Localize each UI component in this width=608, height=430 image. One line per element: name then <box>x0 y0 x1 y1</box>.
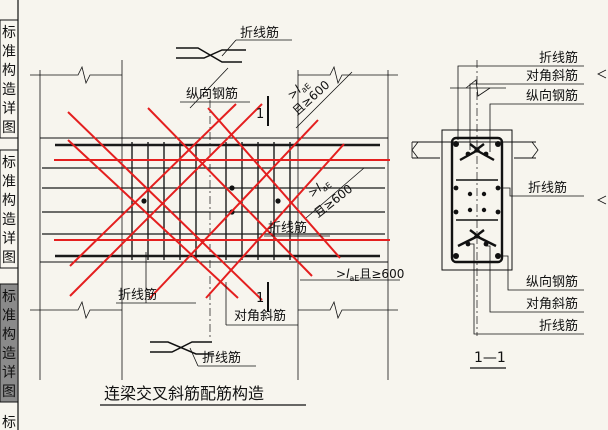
svg-text:>laE且≥600: >laE且≥600 <box>336 267 404 283</box>
folded-bar-symbol-top <box>176 47 246 63</box>
sidebar-tab-char: 构 <box>2 193 16 209</box>
sidebar-tab-char: 图 <box>2 384 16 400</box>
sidebar-tab-2[interactable] <box>0 149 19 269</box>
sidebar-bottom-char: 标 <box>2 415 16 430</box>
sidebar-tab-char: 图 <box>2 250 16 266</box>
sidebar-tab-char: 造 <box>2 212 16 228</box>
sidebar-tab-char: 详 <box>2 365 16 381</box>
section-label-top-1: 对角斜筋 <box>526 68 578 84</box>
section-title: 1—1 <box>474 350 506 366</box>
sidebar-tab-3[interactable] <box>0 283 19 403</box>
sidebar-tab-char: 构 <box>2 63 16 79</box>
label-zhexian-bottom: 折线筋 <box>202 350 241 366</box>
label-zhexian-top: 折线筋 <box>240 25 279 41</box>
sidebar-tab-char: 准 <box>2 44 16 60</box>
section-label-bottom-0: 纵向钢筋 <box>526 274 578 290</box>
folded-bar-symbol-bottom <box>150 341 214 355</box>
sidebar-tab-char: 构 <box>2 327 16 343</box>
section-rebar-dots <box>453 141 501 259</box>
section-label-top-2: 纵向钢筋 <box>526 88 578 104</box>
sidebar-tab-char: 造 <box>2 82 16 98</box>
sidebar-tab-char: 图 <box>2 120 16 136</box>
sidebar-tab-1[interactable] <box>0 19 19 139</box>
diagonal-bars <box>54 103 390 301</box>
sidebar-tab-char: 造 <box>2 346 16 362</box>
sidebar-tab-char: 准 <box>2 174 16 190</box>
section-label-top-0: 折线筋 <box>539 50 578 66</box>
label-zongxiang: 纵向钢筋 <box>186 86 238 102</box>
dimension-anchorage-3: >laE且≥600 <box>300 267 404 283</box>
sidebar-tab-char: 标 <box>2 289 16 305</box>
sidebar-tab-char: 标 <box>2 155 16 171</box>
sidebar-tab-char: 准 <box>2 308 16 324</box>
section-cut-top: 1 <box>256 107 264 122</box>
label-zhexian-mid: 折线筋 <box>268 220 307 236</box>
elevation-view: 折线筋 纵向钢筋 1 1 且≥600 >laE 且≥600 >laE <box>30 25 404 406</box>
label-zhexian-bottom-left: 折线筋 <box>118 287 157 303</box>
section-cut-bottom: 1 <box>256 291 264 306</box>
sidebar-tab-char: 详 <box>2 231 16 247</box>
section-label-bottom-1: 对角斜筋 <box>526 296 578 312</box>
label-duijiao: 对角斜筋 <box>234 308 286 324</box>
section-label-bottom-2: 折线筋 <box>539 318 578 334</box>
elevation-title: 连梁交叉斜筋配筋构造 <box>104 384 264 403</box>
sidebar-tab-char: 详 <box>2 101 16 117</box>
sidebar-tab-char: 标 <box>2 25 16 41</box>
section-label-zhexian-mid: 折线筋 <box>528 180 567 196</box>
dimension-anchorage-1: 且≥600 >laE <box>285 71 353 129</box>
